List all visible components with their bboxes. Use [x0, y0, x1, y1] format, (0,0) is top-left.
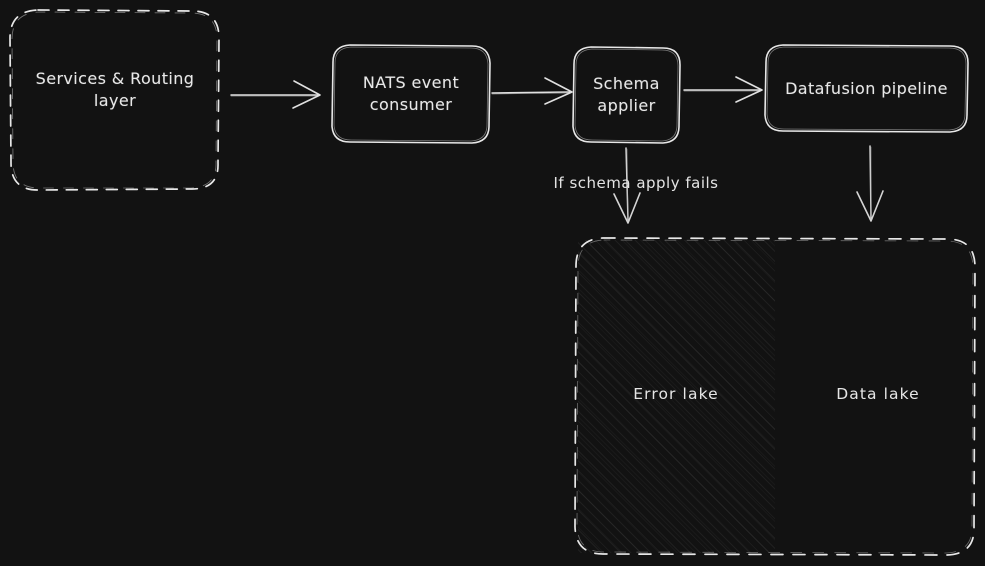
arrow-schema-to-error-lake [613, 147, 641, 224]
arrow-datafusion-to-data-lake [856, 145, 884, 222]
data-lake-label: Data lake [836, 385, 920, 403]
if-schema-apply-fails-label: If schema apply fails [553, 174, 719, 192]
datafusion-pipeline-box[interactable] [764, 44, 969, 133]
nats-event-consumer-box[interactable] [331, 44, 491, 144]
services-routing-layer-box[interactable] [9, 9, 220, 191]
arrow-nats-to-schema [491, 77, 573, 105]
arrow-services-to-nats [230, 80, 321, 109]
error-lake-label: Error lake [633, 385, 719, 403]
schema-applier-box[interactable] [572, 46, 681, 144]
lakes-container-box[interactable] [574, 237, 976, 556]
arrow-schema-to-datafusion [683, 76, 763, 103]
